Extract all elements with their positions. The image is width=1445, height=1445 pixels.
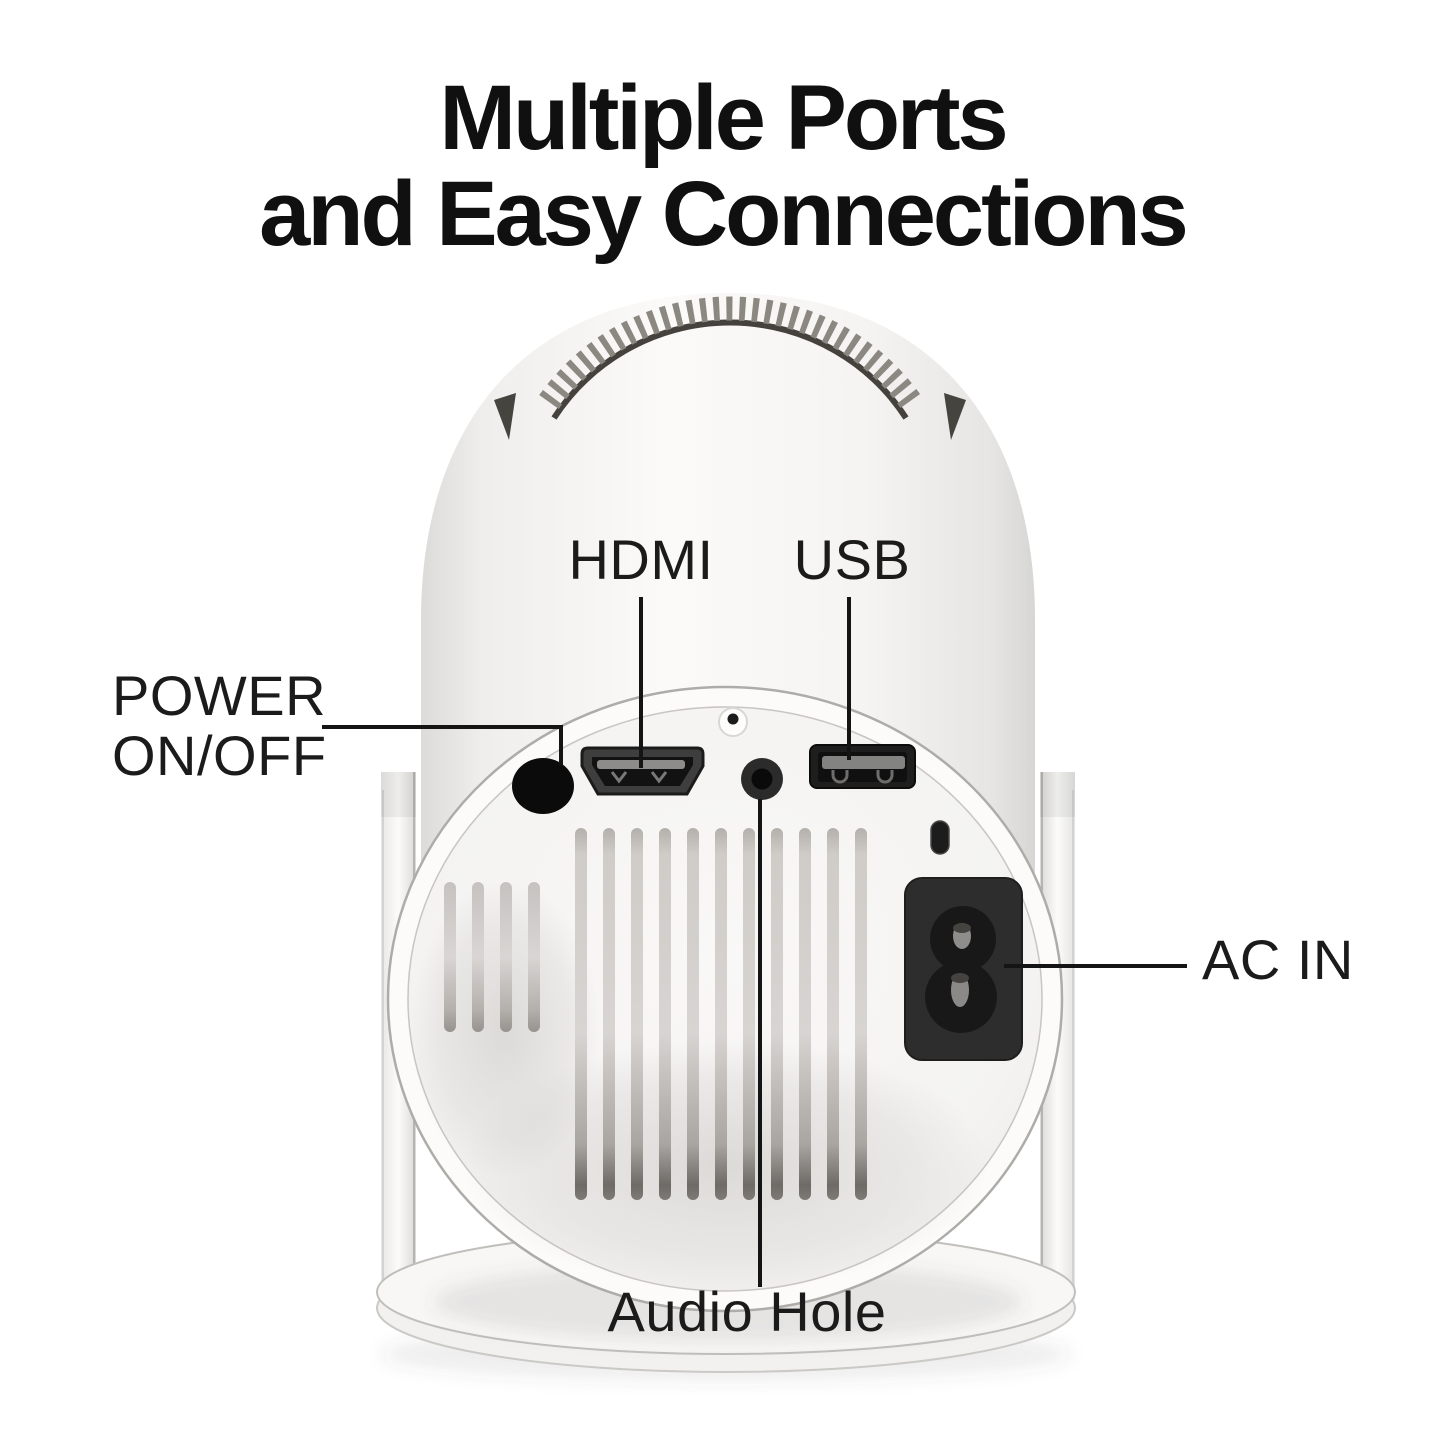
grille-end-right: [944, 393, 966, 440]
hdmi-label: HDMI: [568, 528, 714, 591]
top-grille-teeth: [539, 296, 921, 409]
vent-slot: [855, 828, 867, 1200]
power-leader-line: [322, 725, 563, 765]
vent-slot: [743, 828, 755, 1200]
vent-grille-main: [575, 828, 867, 1200]
page-title: Multiple Ports and Easy Connections: [0, 70, 1445, 262]
grille-end-left: [494, 393, 516, 440]
vent-slot: [799, 828, 811, 1200]
hdmi-port: [580, 746, 705, 796]
vent-slot: [444, 882, 456, 1032]
vent-slot: [771, 828, 783, 1200]
top-grille-slot: [551, 319, 909, 420]
kensington-lock-slot: [930, 820, 950, 855]
vent-grille-left: [444, 882, 540, 1032]
audio-jack: [741, 758, 783, 800]
vent-slot: [500, 882, 512, 1032]
power-label-line-2: ON/OFF: [112, 724, 327, 787]
audio-hole-label: Audio Hole: [607, 1280, 887, 1343]
power-label-line-1: POWER: [112, 664, 327, 727]
vent-slot: [827, 828, 839, 1200]
stand-arm-left: [381, 772, 416, 1300]
power-label: POWER ON/OFF: [112, 666, 327, 786]
vent-slot: [659, 828, 671, 1200]
title-line-2: and Easy Connections: [259, 163, 1189, 265]
power-button: [512, 758, 574, 814]
vent-slot: [687, 828, 699, 1200]
vent-slot: [715, 828, 727, 1200]
vent-slot: [575, 828, 587, 1200]
usb-port: [809, 744, 916, 789]
title-line-1: Multiple Ports: [439, 67, 1008, 169]
ac-in-label: AC IN: [1202, 928, 1354, 991]
vent-slot: [603, 828, 615, 1200]
stand-arm-right: [1040, 772, 1075, 1300]
vent-slot: [472, 882, 484, 1032]
reset-hole: [718, 707, 748, 737]
ac-socket: [904, 877, 1023, 1061]
vent-slot: [528, 882, 540, 1032]
vent-slot: [631, 828, 643, 1200]
usb-label: USB: [793, 528, 911, 591]
